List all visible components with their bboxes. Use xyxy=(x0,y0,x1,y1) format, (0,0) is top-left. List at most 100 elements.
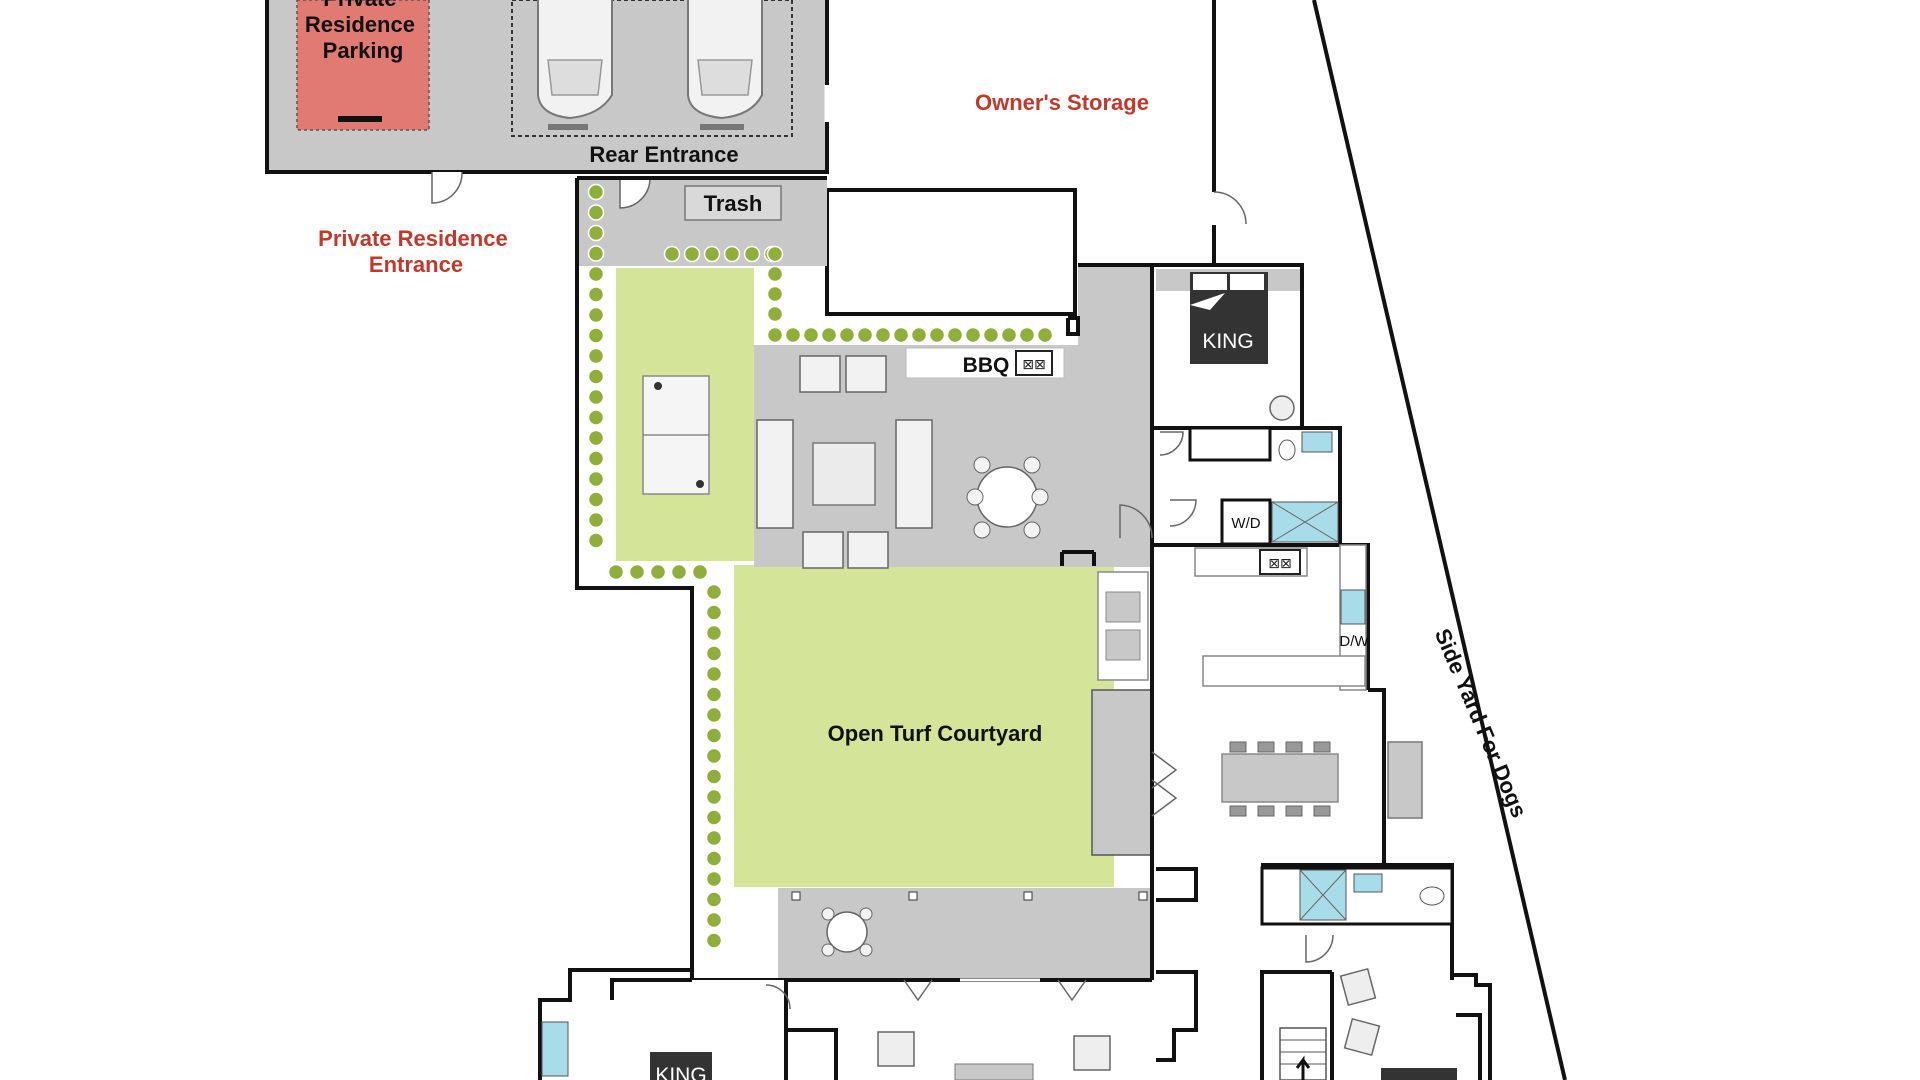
shrub-icon xyxy=(766,326,784,344)
chair-icon xyxy=(1257,805,1275,817)
chair-icon xyxy=(1073,1035,1111,1071)
garage-area xyxy=(265,0,830,204)
kitchen: ⊠⊠ xyxy=(1097,544,1367,691)
sink-icon xyxy=(1353,873,1383,893)
shrub-icon xyxy=(587,532,605,549)
shrub-icon xyxy=(587,204,605,221)
chair-icon xyxy=(1285,741,1303,753)
bathroom-bottom xyxy=(1260,866,1454,963)
courtyard-outer xyxy=(575,176,827,980)
shrub-icon xyxy=(628,563,646,581)
shrub-icon xyxy=(705,829,723,847)
shrub-icon xyxy=(705,727,723,744)
washer-dryer xyxy=(1220,498,1272,546)
bed-icon xyxy=(1381,1068,1457,1080)
trash-area xyxy=(684,185,782,221)
sink-icon xyxy=(541,1021,569,1077)
shrub-icon xyxy=(649,563,667,581)
fireplace xyxy=(1387,741,1423,819)
shrub-icon xyxy=(910,326,928,344)
sofa-right xyxy=(895,419,933,529)
shrub-icon xyxy=(766,305,784,323)
door-swing-icon xyxy=(431,171,463,204)
toilet-icon xyxy=(1278,439,1296,461)
svg-text:⊠⊠: ⊠⊠ xyxy=(1268,556,1291,572)
dw-label: D/W xyxy=(1339,633,1369,650)
shrub-icon xyxy=(705,911,723,929)
guest-parking-bay xyxy=(511,0,793,137)
shrub-icon xyxy=(705,870,723,888)
shrub-icon xyxy=(784,326,802,344)
sink-icon xyxy=(1340,589,1366,625)
shrub-icon xyxy=(705,624,723,642)
shrub-icon xyxy=(587,327,605,344)
bathroom-top xyxy=(1119,426,1339,546)
shrub-icon xyxy=(1000,326,1018,344)
chair-icon xyxy=(1229,805,1247,817)
shrub-icon xyxy=(607,563,625,581)
shrub-icon xyxy=(587,409,605,426)
shrub-icon xyxy=(670,563,688,581)
shrub-icon xyxy=(705,768,723,785)
dining-area xyxy=(1151,741,1423,819)
shrub-icon xyxy=(856,326,874,344)
car-icon xyxy=(687,0,763,130)
shrub-icon xyxy=(587,265,605,283)
shrub-icon xyxy=(705,788,723,806)
shrub-icon xyxy=(705,932,723,949)
shrub-icon xyxy=(587,286,605,303)
king-label-top: KING xyxy=(1202,330,1253,353)
toilet-icon xyxy=(1419,886,1445,906)
shrub-icon xyxy=(705,583,723,601)
shrub-icon xyxy=(723,245,741,263)
chair-icon xyxy=(1229,741,1247,753)
shrub-icon xyxy=(683,245,701,263)
shrub-icon xyxy=(820,326,838,344)
cooktop-icon: ⊠⊠ xyxy=(1259,549,1301,575)
chair-icon xyxy=(845,355,887,393)
chair-icon xyxy=(1269,395,1295,421)
svg-text:⊠⊠: ⊠⊠ xyxy=(1022,357,1045,373)
shrub-icon xyxy=(964,326,982,344)
shrub-icon xyxy=(743,245,761,263)
wd-label: W/D xyxy=(1231,515,1260,532)
shrub-icon xyxy=(892,326,910,344)
chair-icon xyxy=(1285,805,1303,817)
owners-storage-walls xyxy=(825,0,1247,316)
shrub-icon xyxy=(766,245,784,263)
shrub-icon xyxy=(703,245,721,263)
shrub-icon xyxy=(587,306,605,324)
shrub-icon xyxy=(982,326,1000,344)
bbq-label: BBQ xyxy=(963,354,1010,377)
shrub-icon xyxy=(587,224,605,242)
shrub-icon xyxy=(587,347,605,365)
shrub-icon xyxy=(1036,326,1054,344)
owners-storage-label: Owner's Storage xyxy=(975,90,1149,115)
shrub-icon xyxy=(587,470,605,488)
shrub-icon xyxy=(802,326,820,344)
shrub-icon xyxy=(705,645,723,662)
bed-icon xyxy=(650,1052,712,1080)
sofa-left xyxy=(756,419,794,529)
private-parking-space xyxy=(296,0,430,131)
shrub-icon xyxy=(587,183,605,201)
side-yard-fence xyxy=(1312,0,1567,1080)
chair-icon xyxy=(1339,967,1377,1007)
shrub-icon xyxy=(874,326,892,344)
bedroom-bottom xyxy=(538,968,1111,1080)
table-icon xyxy=(821,907,873,957)
shrub-icon xyxy=(705,747,723,765)
shrub-icon xyxy=(587,429,605,447)
courtyard-label: Open Turf Courtyard xyxy=(828,721,1043,746)
shrub-icon xyxy=(946,326,964,344)
king-label-bottom: KING xyxy=(655,1064,706,1080)
chair-icon xyxy=(1257,741,1275,753)
side-yard-label: Side Yard For Dogs xyxy=(1430,625,1532,821)
car-icon xyxy=(537,0,613,130)
coffee-table xyxy=(812,442,876,506)
shrub-icon xyxy=(587,388,605,406)
shrub-icon xyxy=(705,850,723,867)
ping-pong-table xyxy=(642,375,710,495)
shrub-icon xyxy=(766,265,784,283)
